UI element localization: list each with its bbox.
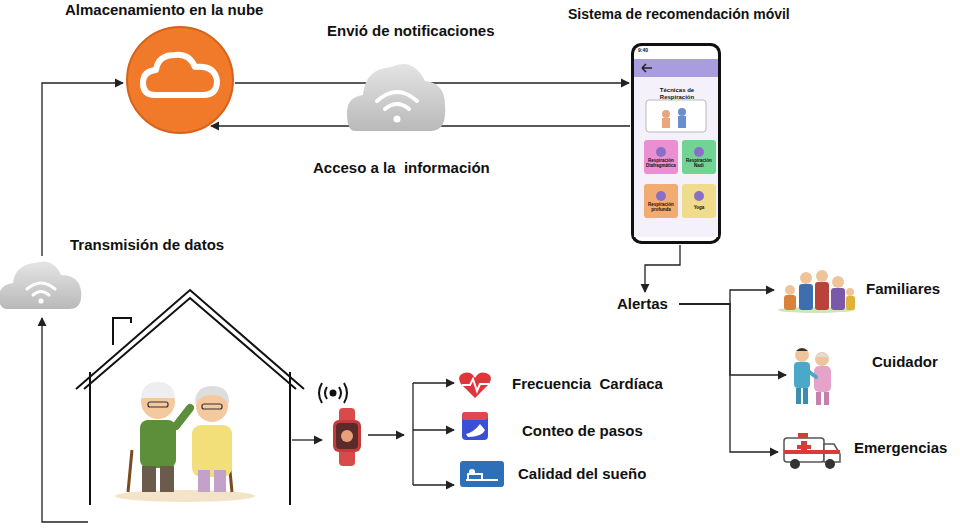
caregiver-icon (788, 343, 946, 407)
node-label: Conteo de pasos (522, 422, 643, 440)
edge-label: Acceso a la información (313, 159, 490, 177)
screen-title: Técnicas de Respiración (644, 87, 710, 101)
elderly-couple (115, 382, 255, 502)
phone-clock: 9:40 (638, 48, 648, 54)
transmission-label: Transmisión de datos (70, 236, 224, 253)
node-label: Familiares (866, 280, 940, 298)
signal-icon (319, 383, 347, 403)
data-wires (42, 83, 454, 522)
mobile-phone-node: Sistema de recomendación móvil (630, 42, 722, 245)
node-label: Almacenamiento en la nube (65, 1, 263, 19)
node-label: Cuidador (872, 353, 938, 371)
technique-button-label: Yoga (682, 205, 716, 210)
emergency-node: Emergencias (780, 428, 958, 472)
technique-button-label: Respiración Nadi (682, 158, 716, 168)
connector-arrow (679, 304, 786, 375)
node-label: Frecuencia Cardíaca (512, 375, 663, 393)
connector-arrow (679, 304, 778, 452)
smartwatch (333, 408, 361, 466)
phone-screen (630, 42, 722, 245)
node-label: Alertas (617, 295, 668, 313)
connector-arrow (679, 290, 774, 304)
house (76, 290, 304, 505)
wifi-cloud-top (347, 64, 445, 131)
family-node: Familiares (776, 264, 946, 314)
sleep-quality-node: Calidad del sueño (458, 458, 668, 488)
cloud-storage-icon (125, 25, 235, 135)
step-count-node: Conteo de pasos (460, 410, 664, 442)
connector-arrow (645, 245, 680, 292)
node-label: Emergencias (854, 439, 947, 457)
edge-label: Envió de notificaciones (327, 22, 495, 40)
alert-node: Alertas (614, 292, 676, 316)
technique-button-label: Respiración profunda (644, 202, 678, 212)
cloud-storage-node: Almacenamiento en la nube (125, 25, 235, 135)
technique-button-label: Respiración Diafragmática (644, 158, 678, 168)
caregiver-node: Cuidador (788, 343, 946, 407)
wifi-cloud-left (0, 262, 81, 310)
heart-rate-node: Frecuencia Cardíaca (458, 370, 688, 400)
node-label: Calidad del sueño (518, 465, 646, 483)
node-label: Sistema de recomendación móvil (568, 6, 790, 23)
